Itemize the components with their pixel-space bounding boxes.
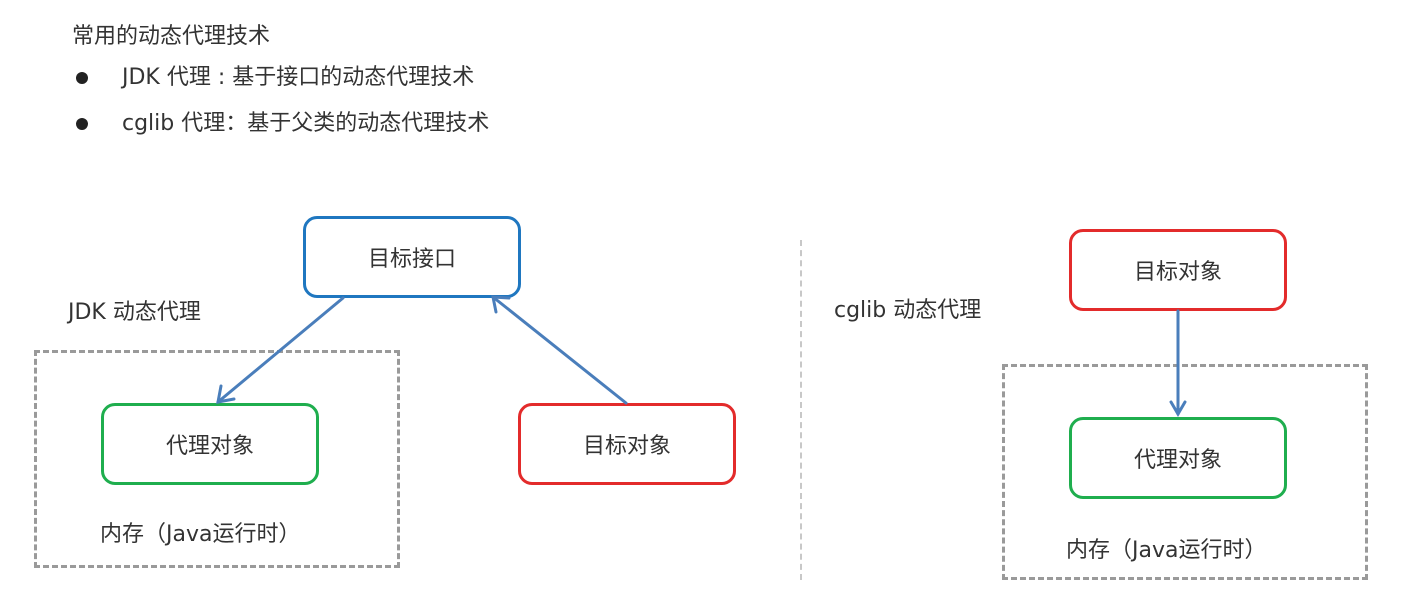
bullet-jdk: JDK 代理 : 基于接口的动态代理技术 [72, 64, 489, 110]
jdk-arrowhead-interface-icon [491, 295, 511, 314]
cglib-arrowhead-proxy-icon [1169, 400, 1187, 417]
section-heading: 常用的动态代理技术 [72, 24, 271, 49]
jdk-memory-label: 内存（Java运行时） [100, 522, 301, 547]
jdk-target-interface-node: 目标接口 [303, 216, 521, 298]
jdk-proxy-object-node: 代理对象 [101, 403, 319, 485]
bullet-list: JDK 代理 : 基于接口的动态代理技术 cglib 代理：基于父类的动态代理技… [72, 64, 489, 156]
jdk-memory-region [34, 350, 400, 568]
cglib-target-object-node: 目标对象 [1069, 229, 1287, 311]
cglib-proxy-object-node: 代理对象 [1069, 417, 1287, 499]
cglib-memory-label: 内存（Java运行时） [1066, 538, 1267, 563]
bullet-cglib-text: cglib 代理：基于父类的动态代理技术 [122, 111, 490, 136]
jdk-arrow-target-to-interface [491, 295, 628, 405]
bullet-cglib: cglib 代理：基于父类的动态代理技术 [72, 110, 489, 156]
cglib-diagram-label: cglib 动态代理 [834, 298, 982, 323]
bullet-jdk-text: JDK 代理 : 基于接口的动态代理技术 [122, 65, 475, 90]
jdk-arrow-interface-to-proxy [216, 296, 345, 404]
bullet-dot-icon [76, 72, 88, 84]
jdk-target-object-node: 目标对象 [518, 403, 736, 485]
bullet-dot-icon [76, 118, 88, 130]
section-divider [800, 240, 802, 580]
cglib-memory-region [1002, 364, 1368, 580]
jdk-arrowhead-proxy-icon [216, 384, 236, 404]
jdk-diagram-label: JDK 动态代理 [68, 300, 201, 325]
